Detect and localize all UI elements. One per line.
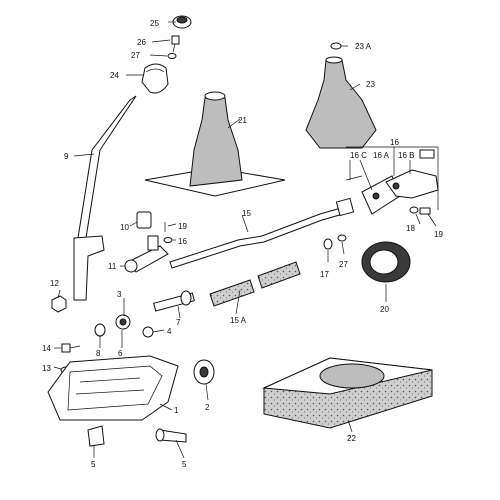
label-3: 3	[117, 290, 122, 299]
label-5-left: 5	[91, 460, 96, 469]
part-5-pin	[155, 428, 187, 443]
label-26: 26	[137, 38, 146, 47]
label-16: 16	[390, 138, 399, 147]
label-19-right: 19	[434, 230, 443, 239]
part-18-washer	[409, 206, 419, 214]
part-1-base-housing	[47, 355, 179, 421]
label-18: 18	[406, 224, 415, 233]
label-1: 1	[174, 406, 179, 415]
part-21-shift-boot	[144, 91, 286, 197]
label-10: 10	[120, 223, 129, 232]
label-15a: 15 A	[230, 316, 247, 325]
label-9: 9	[64, 152, 69, 161]
part-23a-ring	[330, 42, 342, 50]
part-4-ring	[142, 326, 154, 338]
label-23a: 23 A	[355, 42, 372, 51]
label-5-right: 5	[182, 460, 187, 469]
label-11: 11	[108, 262, 117, 271]
label-8: 8	[96, 349, 101, 358]
part-7-pin	[153, 290, 195, 312]
part-23-shift-boot	[305, 56, 377, 149]
label-4: 4	[167, 327, 172, 336]
label-20: 20	[380, 305, 389, 314]
leader-lines	[53, 21, 439, 459]
label-17: 17	[320, 270, 329, 279]
label-2: 2	[205, 403, 210, 412]
part-15a-rubber-sleeves	[209, 261, 301, 307]
label-16b: 16 B	[398, 151, 414, 160]
label-6: 6	[118, 349, 123, 358]
part-26-screw	[171, 35, 180, 53]
part-2-bushing	[193, 359, 215, 385]
part-labels: 25 26 27 24 9 21 23 23 A 15 15 A 16 16 C…	[42, 19, 443, 469]
part-25-knob-cap	[172, 15, 192, 29]
label-22: 22	[347, 434, 356, 443]
label-12: 12	[50, 279, 59, 288]
part-11-joint	[124, 235, 169, 273]
part-12-nut	[51, 295, 67, 313]
part-27-washer	[167, 53, 177, 59]
part-20-rubber-mount	[361, 241, 411, 283]
label-7: 7	[176, 318, 181, 327]
label-23: 23	[366, 80, 375, 89]
part-19-bolt-right	[419, 207, 431, 215]
label-27-right: 27	[339, 260, 348, 269]
part-6-bush	[115, 314, 131, 330]
label-21: 21	[238, 116, 247, 125]
part-5-bracket	[87, 425, 105, 447]
part-24-shift-knob	[141, 63, 169, 94]
label-16-left: 16	[178, 237, 187, 246]
label-27: 27	[131, 51, 140, 60]
part-16-washer	[163, 237, 173, 243]
part-9-shift-lever	[73, 95, 137, 301]
part-17-bushing	[323, 238, 333, 250]
part-27-washer-right	[337, 234, 347, 242]
label-16c: 16 C	[350, 151, 367, 160]
label-25: 25	[150, 19, 159, 28]
label-14: 14	[42, 344, 51, 353]
label-24: 24	[110, 71, 119, 80]
part-10-bushing	[136, 211, 152, 229]
label-19-left: 19	[178, 222, 187, 231]
part-14-bolt	[61, 343, 81, 353]
label-16a: 16 A	[373, 151, 390, 160]
label-15: 15	[242, 209, 251, 218]
label-13: 13	[42, 364, 51, 373]
part-8-bushing	[94, 323, 106, 337]
part-15-shift-rod	[169, 197, 355, 269]
part-22-console	[262, 357, 433, 429]
